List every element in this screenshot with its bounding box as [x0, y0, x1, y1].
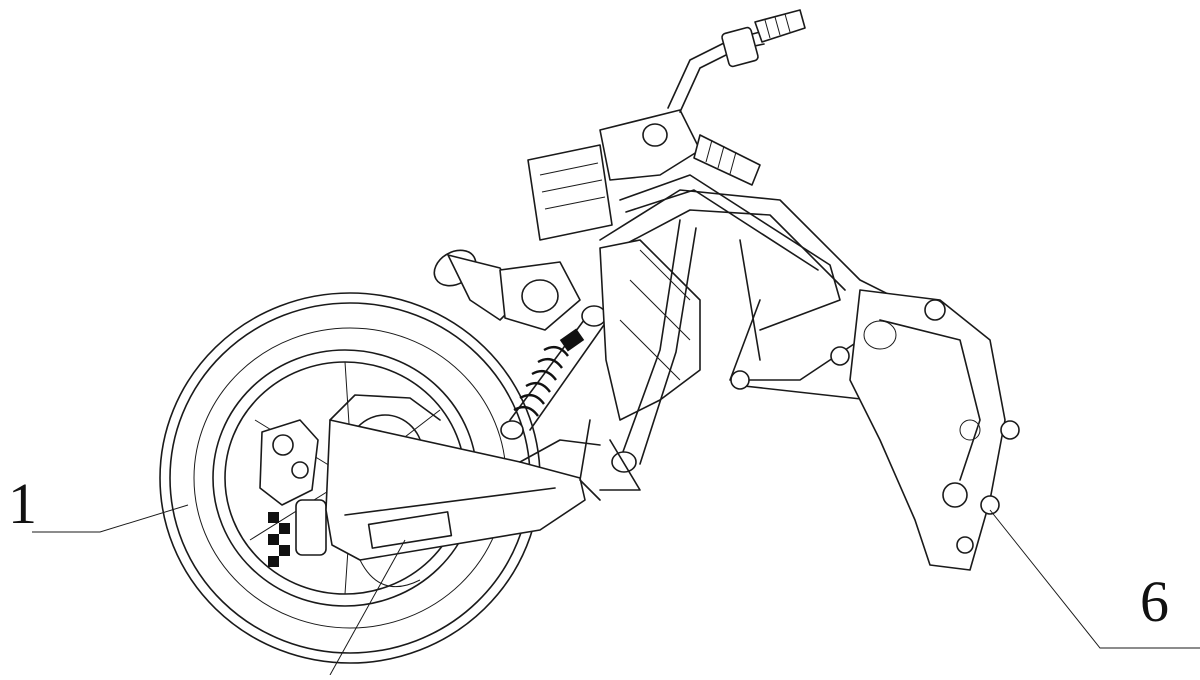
callout-label-1: 1 [8, 471, 37, 536]
brake-caliper [259, 419, 327, 567]
motor-unit [433, 249, 581, 331]
rear-subframe [849, 289, 1020, 571]
controller-box [527, 144, 613, 241]
handlebar-assembly [599, 9, 806, 186]
rear-shock [500, 305, 607, 440]
main-frame [579, 174, 941, 501]
swingarm [325, 394, 601, 588]
leader-lines [32, 504, 1200, 676]
callout-label-6: 6 [1140, 569, 1169, 634]
